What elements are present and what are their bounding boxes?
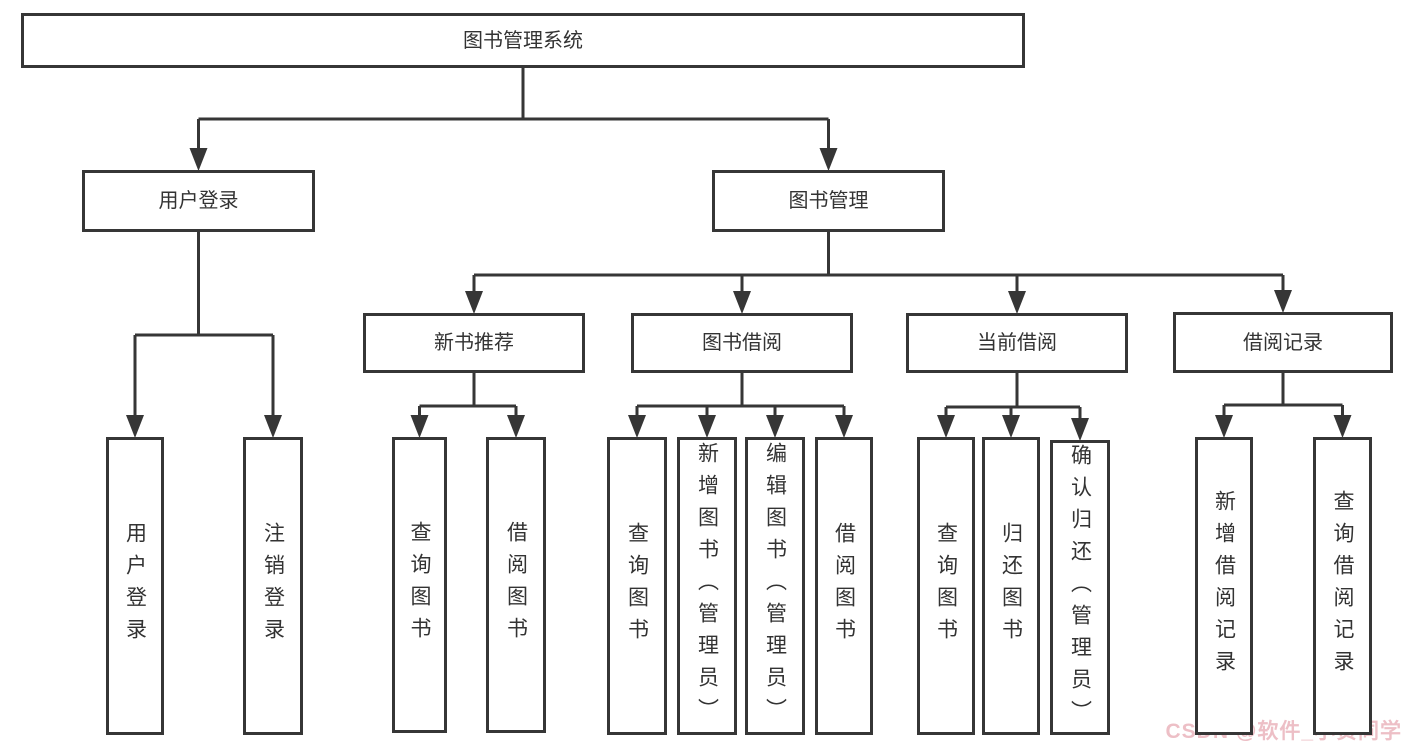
node-label: 借阅图书 [832,522,856,650]
node-cb-confirm-return-admin: 确认归还（管理员） [1050,440,1110,735]
node-label: 确认归还（管理员） [1068,443,1092,732]
node-current-borrow: 当前借阅 [906,313,1128,373]
node-user-login: 用户登录 [82,170,315,232]
node-library-system: 图书管理系统 [21,13,1025,68]
node-book-borrow: 图书借阅 [631,313,853,373]
node-bb-add-book-admin: 新增图书（管理员） [677,437,737,735]
node-nbr-borrow-book: 借阅图书 [486,437,546,733]
node-label: 新增借阅记录 [1212,490,1236,682]
node-label: 查询借阅记录 [1331,490,1354,682]
node-rec-query-record: 查询借阅记录 [1313,437,1372,735]
node-label: 图书借阅 [702,332,782,354]
node-label: 用户登录 [123,522,147,650]
node-label: 查询图书 [625,522,649,650]
node-bb-edit-book-admin: 编辑图书（管理员） [745,437,805,735]
node-label: 注销登录 [261,522,285,650]
node-book-management: 图书管理 [712,170,945,232]
node-borrow-records: 借阅记录 [1173,312,1393,373]
node-cb-query-book: 查询图书 [917,437,975,735]
node-rec-add-record: 新增借阅记录 [1195,437,1253,735]
node-label: 当前借阅 [977,332,1057,354]
node-cb-return-book: 归还图书 [982,437,1040,735]
node-logout-action: 注销登录 [243,437,303,735]
node-bb-query-book: 查询图书 [607,437,667,735]
node-label: 图书管理系统 [463,29,583,52]
node-label: 借阅记录 [1243,331,1323,354]
node-label: 用户登录 [158,190,239,212]
node-label: 编辑图书（管理员） [763,442,787,730]
node-label: 借阅图书 [504,521,528,649]
node-bb-borrow-book: 借阅图书 [815,437,873,735]
node-label: 新书推荐 [434,332,514,354]
node-label: 图书管理 [788,190,869,212]
node-label: 归还图书 [999,522,1023,650]
node-user-login-action: 用户登录 [106,437,164,735]
node-label: 查询图书 [408,521,431,649]
node-nbr-query-book: 查询图书 [392,437,447,733]
node-label: 新增图书（管理员） [695,442,719,730]
node-new-book-recommend: 新书推荐 [363,313,585,373]
node-label: 查询图书 [934,522,958,650]
